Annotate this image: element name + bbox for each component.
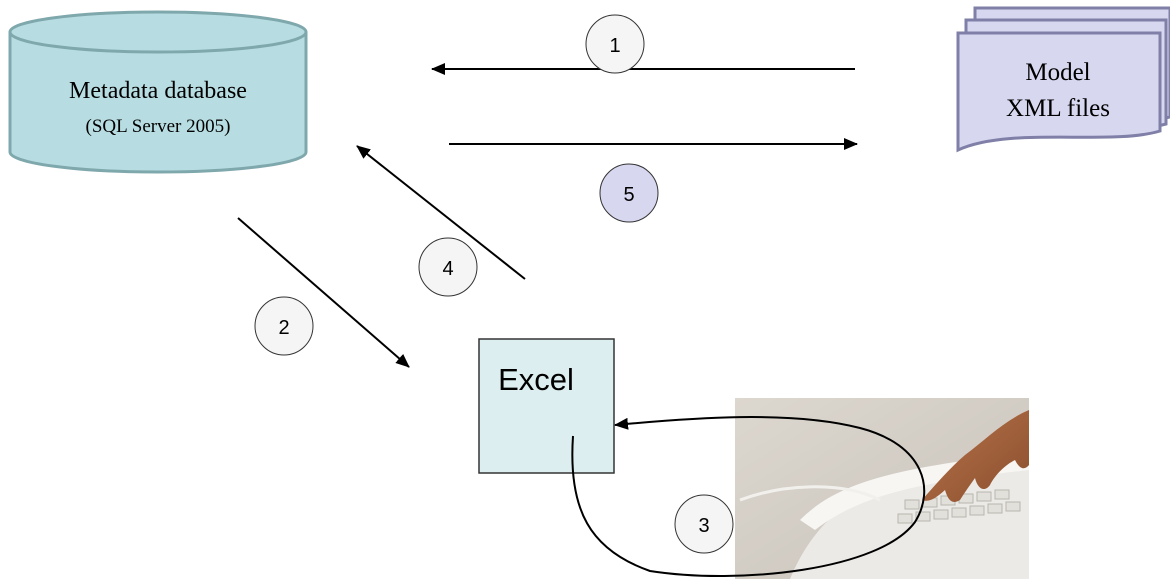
- excel-box[interactable]: Excel: [478, 338, 615, 474]
- step-1-number: 1: [609, 35, 620, 57]
- metadata-database-cylinder[interactable]: Metadata database (SQL Server 2005): [8, 10, 308, 174]
- xml-files-sublabel: XML files: [1006, 95, 1110, 122]
- model-xml-files-documents[interactable]: Model XML files: [956, 6, 1170, 153]
- step-5-number: 5: [623, 184, 634, 206]
- arrow-step-3-loop: [571, 416, 926, 577]
- step-2-number: 2: [278, 317, 289, 339]
- arrow-step-4: [356, 145, 526, 280]
- step-3-badge: 3: [674, 494, 734, 554]
- step-4-badge: 4: [418, 237, 478, 297]
- step-2-badge: 2: [254, 296, 314, 356]
- step-5-badge: 5: [599, 163, 659, 223]
- database-label: Metadata database: [69, 78, 247, 104]
- step-1-badge: 1: [585, 14, 645, 74]
- database-sublabel: (SQL Server 2005): [86, 116, 231, 137]
- arrow-step-2: [237, 217, 410, 368]
- xml-files-label: Model: [1025, 59, 1090, 86]
- step-3-number: 3: [698, 515, 709, 537]
- hand-typing-on-keyboard-icon: [735, 398, 1029, 579]
- excel-label: Excel: [498, 362, 574, 397]
- step-4-number: 4: [442, 258, 453, 280]
